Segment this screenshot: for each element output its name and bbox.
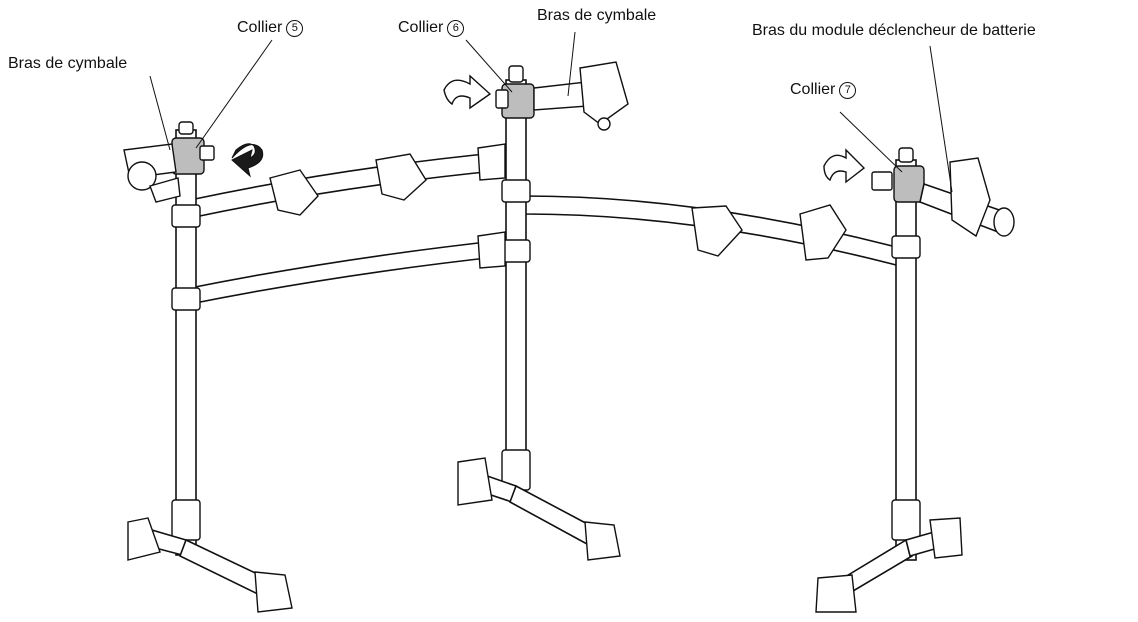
rotation-arrow-7 [823, 148, 866, 184]
lower-left-bar [189, 239, 506, 305]
left-cymbal-arm [123, 143, 181, 203]
clamp-5 [171, 137, 215, 175]
left-foot [127, 517, 293, 613]
center-foot [457, 457, 621, 561]
trigger-module-arm [919, 157, 1015, 238]
clamp-7 [871, 165, 925, 203]
label-clamp-7-number: 7 [839, 82, 857, 99]
right-foot [815, 517, 963, 613]
label-clamp-7-text: Collier [790, 81, 836, 98]
rotation-arrow-5 [231, 143, 264, 178]
clamp-6 [495, 83, 535, 119]
label-trigger-module-arm: Bras du module déclencheur de batterie [752, 22, 1036, 39]
label-clamp-6-text: Collier [398, 19, 444, 36]
left-post [171, 121, 201, 556]
center-cymbal-arm [533, 61, 629, 131]
center-post [501, 65, 531, 491]
leader-lines [149, 31, 953, 193]
label-clamp-6-number: 6 [447, 20, 465, 37]
label-cymbal-arm-center: Bras de cymbale [537, 7, 657, 24]
bar-clamps [269, 143, 847, 269]
right-post [891, 147, 921, 561]
label-cymbal-arm-left: Bras de cymbale [8, 55, 128, 72]
rotation-arrow-6 [443, 74, 492, 110]
label-clamp-5-text: Collier [237, 19, 283, 36]
label-clamp-5-number: 5 [286, 20, 304, 37]
